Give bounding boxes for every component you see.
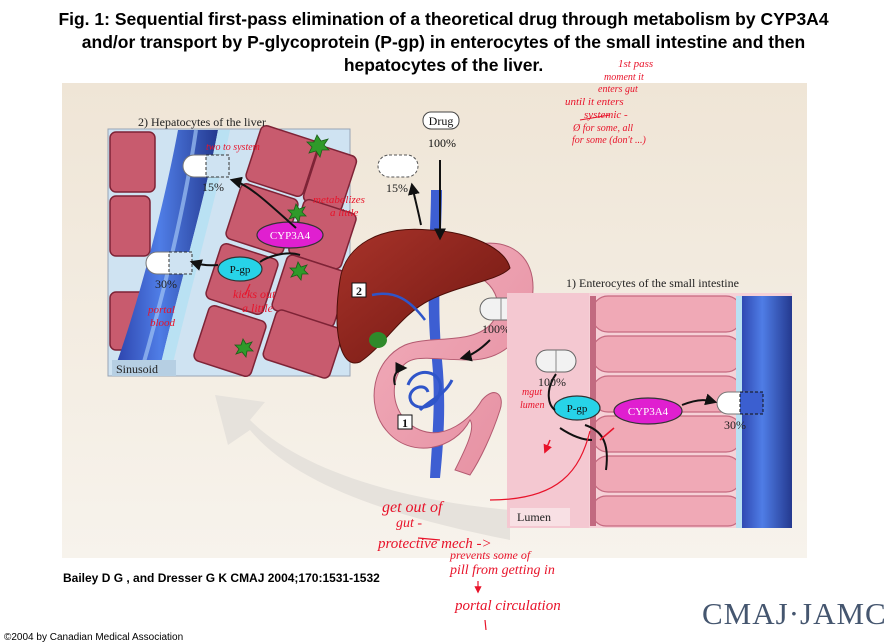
stellate-cells [234,134,330,358]
stomach-100-percent: 100% [482,322,510,336]
annotation-kicks-out-1: kicks out [233,287,276,301]
annotation-two-to-system: two to system [206,142,260,153]
enterocytes-label: 1) Enterocytes of the small intestine [566,276,739,290]
annotation-first-pass-3: enters gut [598,84,638,95]
liver-15-percent: 15% [202,180,224,194]
liver-organ [336,228,511,364]
annotation-first-pass-6: Ø for some, all [572,123,633,134]
stomach-intestine [373,242,534,476]
drug-label: Drug [429,114,454,128]
annotation-get-out-5: pill from getting in [449,563,555,578]
pill-liver-15 [182,154,230,178]
lumen-label: Lumen [517,510,551,524]
pill-lumen-100 [535,349,577,373]
hepatocyte-inset [107,124,358,379]
cyp3a4-liver-label: CYP3A4 [270,230,311,242]
annotation-get-out-1: get out of [382,499,445,516]
annotation-portal-blood-1: portal [147,304,175,316]
cmaj-logo: CMAJ·JAMC [702,596,887,631]
cyp3a4-gut-label: CYP3A4 [628,406,669,418]
liver-30-percent: 30% [155,277,177,291]
step-2-label: 2 [356,284,362,298]
pgp-liver-label: P-gp [230,264,251,276]
hepatocytes-label: 2) Hepatocytes of the liver [138,115,266,129]
pill-vessel-30 [716,391,764,415]
annotation-portal-blood-2: blood [150,317,176,329]
step-2-box [351,282,367,298]
sinusoid-label: Sinusoid [116,362,158,376]
annotation-get-out-4: prevents some of [449,548,532,562]
vessel-30-percent: 30% [724,418,746,432]
pgp-gut-label: P-gp [567,403,588,415]
annotation-first-pass-4: until it enters [565,96,624,108]
figure-title-line-2: and/or transport by P-glycoprotein (P-gp… [81,32,806,52]
annotation-metabolizes-2: a little [330,207,359,219]
step-1-label: 1 [402,416,408,430]
annotation-get-out-2: gut - [396,516,422,531]
cyp3a4-gut-badge [613,397,683,425]
annotation-mgut-1: mgut [522,387,542,398]
citation: Bailey D G , and Dresser G K CMAJ 2004;1… [63,571,380,585]
enterocyte-inset [507,293,792,528]
portal-15-percent: 15% [386,181,408,195]
annotation-first-pass-1: 1st pass [618,58,653,70]
annotation-first-pass-7: for some (don't ...) [572,135,646,146]
figure-title-line-1: Fig. 1: Sequential first-pass eliminatio… [58,9,829,29]
annotation-first-pass-2: moment it [604,72,644,83]
pgp-liver-badge [217,256,263,282]
pill-portal-15 [377,154,419,178]
figure-title: Fig. 1: Sequential first-pass eliminatio… [20,8,867,77]
lumen-100-percent: 100% [538,375,566,389]
drug-100-percent: 100% [428,136,456,150]
drug-label-box [422,111,460,130]
annotation-first-pass-5: systemic - [584,109,628,121]
annotation-portal-circulation: portal circulation [454,598,561,614]
step-1-box [397,414,413,430]
annotation-mgut-2: lumen [520,400,544,411]
figure-title-line-3: hepatocytes of the liver. [343,55,544,75]
annotation-get-out-3: protective mech -> [377,536,492,552]
annotation-metabolizes-1: metabolizes [313,194,365,206]
annotation-kicks-out-2: a little [242,301,274,315]
gallbladder [369,332,387,348]
pill-liver-30 [145,251,193,275]
copyright: ©2004 by Canadian Medical Association [4,632,184,643]
return-arrow [215,395,510,540]
handwritten-annotations: 1st pass moment it enters gut until it e… [147,58,653,614]
